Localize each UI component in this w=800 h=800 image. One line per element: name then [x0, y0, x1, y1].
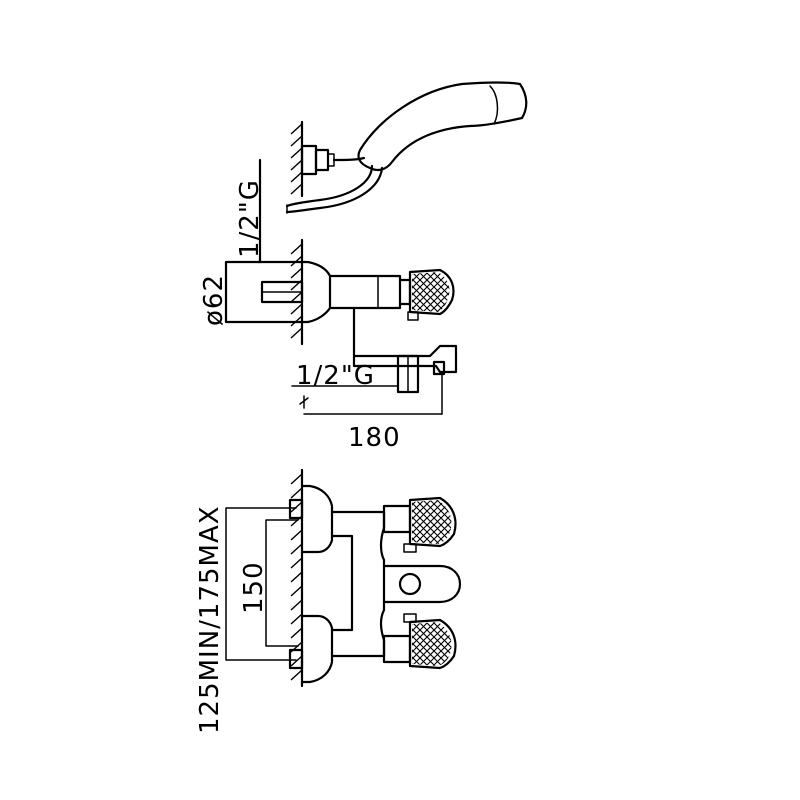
diverter-knob [398, 572, 422, 596]
diverter-lever [382, 564, 462, 604]
side-body-barrel [328, 274, 402, 310]
top-escutcheon [300, 484, 334, 554]
side-body-escutcheon [300, 260, 332, 324]
label-body-diameter: ø62 [199, 274, 229, 326]
dim-wall-range-bracket [225, 507, 297, 661]
side-handle-stem [398, 278, 412, 306]
bottom-eccentric-connector [288, 648, 304, 670]
label-top-inlet-thread: 1/2"G [235, 179, 265, 258]
side-spout [352, 306, 458, 374]
handset-handle [357, 81, 528, 172]
top-eccentric-connector [288, 498, 304, 520]
label-spout-outlet-thread: 1/2"G [296, 361, 375, 391]
side-handle-knob [408, 268, 455, 316]
top-handle-stem [382, 504, 412, 534]
label-inlet-centres: 150 [239, 561, 269, 614]
spout-outlet [432, 360, 446, 376]
bottom-handle-knob [408, 618, 457, 670]
mixer-body [330, 510, 386, 658]
top-handle-knob [408, 496, 457, 548]
shower-handset-group [285, 81, 528, 214]
dim-150-bracket [265, 519, 299, 647]
bottom-escutcheon [300, 614, 334, 684]
shower-hose [285, 164, 374, 208]
front-view-wall [290, 468, 304, 688]
mixer-front-view [225, 468, 462, 688]
handset-wall-plate [290, 120, 304, 198]
label-projection-length: 180 [348, 423, 401, 453]
mixer-side-view [224, 158, 458, 415]
inlet-diameter-outline [224, 158, 304, 324]
label-wall-range: 125MIN/175MAX [195, 505, 225, 734]
side-handle-base [407, 311, 419, 321]
handset-holder-bracket [300, 144, 366, 176]
handset-head-face [489, 85, 499, 125]
bottom-handle-stem [382, 634, 412, 664]
